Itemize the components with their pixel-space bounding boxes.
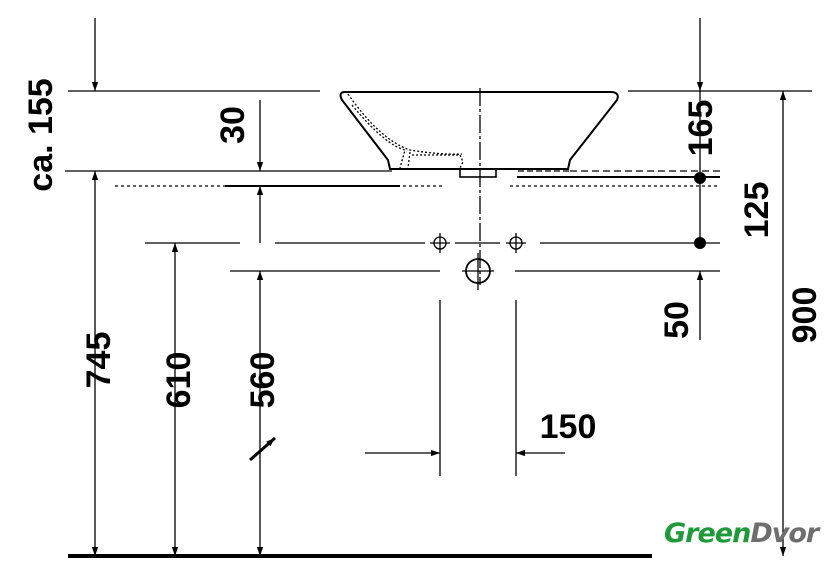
water-inlet-left — [430, 233, 450, 253]
dim-label-125: 125 — [738, 182, 776, 239]
dim-point — [694, 172, 706, 184]
dim-label-30: 30 — [214, 106, 252, 144]
dim-point — [694, 237, 706, 249]
logo-part-dvor: Dvor — [750, 518, 819, 549]
dim-label-165: 165 — [682, 100, 720, 157]
dim-label-900: 900 — [786, 287, 824, 344]
drain-pipe-symbol — [462, 253, 494, 290]
dim-label-560: 560 — [244, 352, 282, 409]
drain-outlet — [459, 168, 497, 178]
basin-hidden-edges — [347, 93, 464, 169]
water-inlet-right — [506, 233, 526, 253]
basin-outline — [339, 91, 619, 170]
dim-label-ca155: ca. 155 — [22, 78, 60, 191]
dim-label-745: 745 — [80, 332, 118, 389]
dim-label-50: 50 — [658, 301, 696, 339]
dim-label-150: 150 — [540, 408, 597, 446]
logo-part-green: Green — [664, 518, 751, 549]
dim-label-610: 610 — [160, 352, 198, 409]
greendvor-logo: GreenDvor — [664, 518, 819, 549]
pointer-arrow — [249, 436, 276, 462]
